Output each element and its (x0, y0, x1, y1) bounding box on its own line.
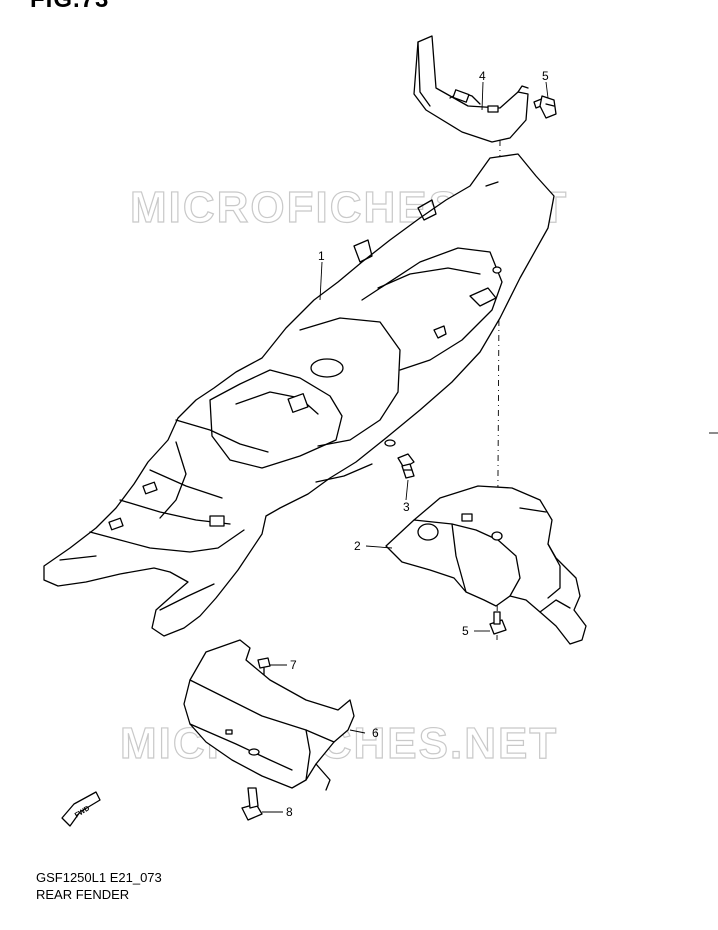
part-bolt-5-top (533, 95, 557, 119)
callout-5-bottom: 5 (462, 624, 469, 638)
fwd-arrow-icon: FWD (61, 791, 101, 827)
callout-3: 3 (403, 500, 410, 514)
assembly-axis-line (496, 139, 501, 641)
callout-7: 7 (290, 658, 297, 672)
leader-3 (405, 479, 409, 501)
callout-1: 1 (318, 249, 325, 263)
leader-6 (349, 729, 366, 734)
part-lower-cover-6 (183, 639, 355, 791)
part-mud-guard-2 (385, 485, 587, 645)
callout-8: 8 (286, 805, 293, 819)
callout-4: 4 (479, 69, 486, 83)
model-code: GSF1250L1 E21_073 (36, 870, 162, 885)
leader-1 (319, 261, 323, 301)
leader-2 (365, 545, 393, 549)
figure-title: FIG.73 (30, 0, 109, 14)
part-bolt-5-bottom (489, 611, 507, 635)
part-bolt-8 (241, 787, 263, 821)
callout-6: 6 (372, 726, 379, 740)
leader-4 (481, 81, 484, 111)
figure-caption: REAR FENDER (36, 887, 130, 902)
part-rear-fender-1 (43, 153, 555, 637)
callout-2: 2 (354, 539, 361, 553)
part-bolt-3 (397, 453, 415, 479)
callout-5-top: 5 (542, 69, 549, 83)
part-bracket-4 (413, 35, 529, 143)
leader-5-top (545, 81, 549, 99)
